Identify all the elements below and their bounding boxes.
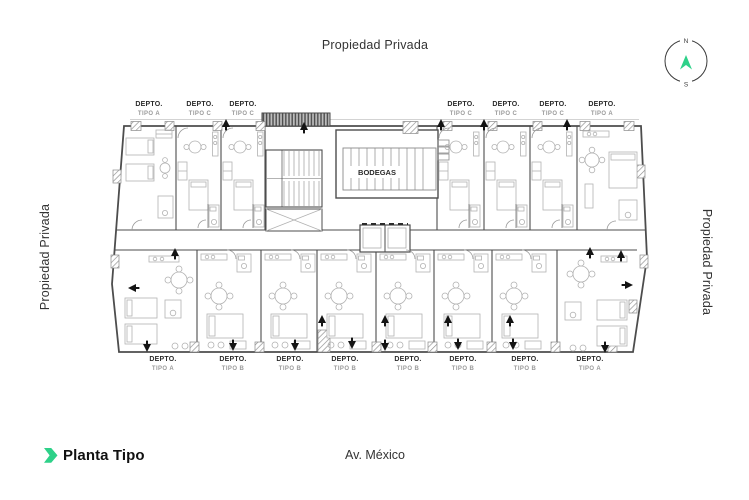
unit-name: DEPTO. <box>449 356 477 363</box>
unit-type: TIPO B <box>451 365 475 372</box>
unit-type: TIPO C <box>188 110 212 117</box>
unit-name: DEPTO. <box>492 101 520 108</box>
unit-name: DEPTO. <box>149 356 177 363</box>
unit-label-bottom-2: DEPTO. TIPO B <box>219 356 246 372</box>
unit-type: TIPO C <box>494 110 518 117</box>
unit-label-top-1: DEPTO. TIPO A <box>135 101 162 117</box>
unit-label-bottom-6: DEPTO. TIPO B <box>449 356 476 372</box>
unit-name: DEPTO. <box>539 101 567 108</box>
compass: N S <box>664 35 708 89</box>
unit-name: DEPTO. <box>511 356 539 363</box>
unit-name: DEPTO. <box>394 356 422 363</box>
unit-label-top-6: DEPTO. TIPO C <box>539 101 566 117</box>
unit-type: TIPO C <box>231 110 255 117</box>
unit-name: DEPTO. <box>576 356 604 363</box>
unit-name: DEPTO. <box>219 356 247 363</box>
compass-north-label: N <box>684 38 689 45</box>
unit-label-top-3: DEPTO. TIPO C <box>229 101 256 117</box>
unit-type: TIPO B <box>221 365 245 372</box>
unit-type: TIPO B <box>513 365 537 372</box>
unit-name: DEPTO. <box>331 356 359 363</box>
unit-name: DEPTO. <box>186 101 214 108</box>
unit-type: TIPO A <box>151 365 175 372</box>
unit-type: TIPO A <box>590 110 614 117</box>
property-label-top: Propiedad Privada <box>321 38 429 52</box>
unit-type: TIPO B <box>396 365 420 372</box>
unit-label-top-5: DEPTO. TIPO C <box>492 101 519 117</box>
compass-south-label: S <box>684 82 689 89</box>
bodegas-room-label: BODEGAS <box>358 168 396 177</box>
unit-type: TIPO A <box>137 110 161 117</box>
legend-chevron-icon <box>44 448 58 463</box>
unit-label-bottom-4: DEPTO. TIPO B <box>331 356 358 372</box>
unit-type: TIPO B <box>278 365 302 372</box>
unit-label-bottom-5: DEPTO. TIPO B <box>394 356 421 372</box>
unit-name: DEPTO. <box>588 101 616 108</box>
unit-label-bottom-7: DEPTO. TIPO B <box>511 356 538 372</box>
unit-type: TIPO A <box>578 365 602 372</box>
legend-label: Planta Tipo <box>63 447 145 464</box>
unit-label-top-4: DEPTO. TIPO C <box>447 101 474 117</box>
unit-type: TIPO C <box>541 110 565 117</box>
plan-legend: Planta Tipo <box>44 447 145 464</box>
unit-label-bottom-8: DEPTO. TIPO A <box>576 356 603 372</box>
unit-label-bottom-3: DEPTO. TIPO B <box>276 356 303 372</box>
unit-label-bottom-1: DEPTO. TIPO A <box>149 356 176 372</box>
unit-label-top-2: DEPTO. TIPO C <box>186 101 213 117</box>
unit-type: TIPO C <box>449 110 473 117</box>
street-label: Av. México <box>345 448 405 462</box>
unit-type: TIPO B <box>333 365 357 372</box>
unit-name: DEPTO. <box>276 356 304 363</box>
unit-label-top-7: DEPTO. TIPO A <box>588 101 615 117</box>
unit-name: DEPTO. <box>229 101 257 108</box>
compass-north-arrow-icon <box>680 55 692 70</box>
unit-name: DEPTO. <box>447 101 475 108</box>
unit-name: DEPTO. <box>135 101 163 108</box>
